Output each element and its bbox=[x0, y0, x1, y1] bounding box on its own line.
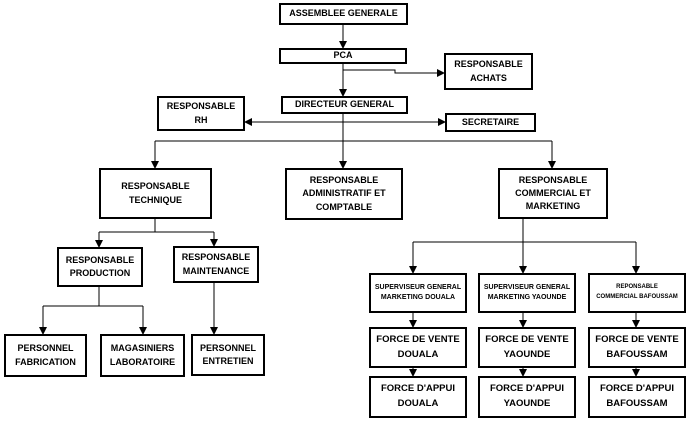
node-personnel-fabrication: PERSONNEL FABRICATION bbox=[4, 334, 87, 377]
node-superviseur-douala: SUPERVISEUR GENERAL MARKETING DOUALA bbox=[369, 273, 467, 313]
node-responsable-maintenance: RESPONSABLE MAINTENANCE bbox=[173, 246, 259, 283]
node-responsable-achats: RESPONSABLE ACHATS bbox=[444, 53, 533, 90]
node-responsable-administratif: RESPONSABLE ADMINISTRATIF ET COMPTABLE bbox=[285, 168, 403, 220]
node-force-vente-douala: FORCE DE VENTE DOUALA bbox=[369, 327, 467, 368]
node-force-appui-yaounde: FORCE D'APPUI YAOUNDE bbox=[478, 376, 576, 418]
node-force-vente-yaounde: FORCE DE VENTE YAOUNDE bbox=[478, 327, 576, 368]
node-pca: PCA bbox=[279, 48, 407, 64]
node-responsable-production: RESPONSABLE PRODUCTION bbox=[57, 247, 143, 287]
node-secretaire: SECRETAIRE bbox=[445, 113, 536, 132]
node-magasiniers-laboratoire: MAGASINIERS LABORATOIRE bbox=[100, 334, 185, 377]
node-superviseur-yaounde: SUPERVISEUR GENERAL MARKETING YAOUNDE bbox=[478, 273, 576, 313]
node-responsable-bafoussam: REPONSABLE COMMERCIAL BAFOUSSAM bbox=[588, 273, 686, 313]
node-force-vente-bafoussam: FORCE DE VENTE BAFOUSSAM bbox=[588, 327, 686, 368]
node-responsable-rh: RESPONSABLE RH bbox=[157, 96, 245, 131]
node-force-appui-bafoussam: FORCE D'APPUI BAFOUSSAM bbox=[588, 376, 686, 418]
node-assemblee-generale: ASSEMBLEE GENERALE bbox=[279, 3, 408, 25]
node-force-appui-douala: FORCE D'APPUI DOUALA bbox=[369, 376, 467, 418]
node-responsable-technique: RESPONSABLE TECHNIQUE bbox=[99, 168, 212, 219]
node-directeur-general: DIRECTEUR GENERAL bbox=[281, 96, 408, 114]
node-responsable-commercial: RESPONSABLE COMMERCIAL ET MARKETING bbox=[498, 168, 608, 219]
node-personnel-entretien: PERSONNEL ENTRETIEN bbox=[191, 334, 265, 376]
edge-pca-achats bbox=[343, 69, 445, 77]
